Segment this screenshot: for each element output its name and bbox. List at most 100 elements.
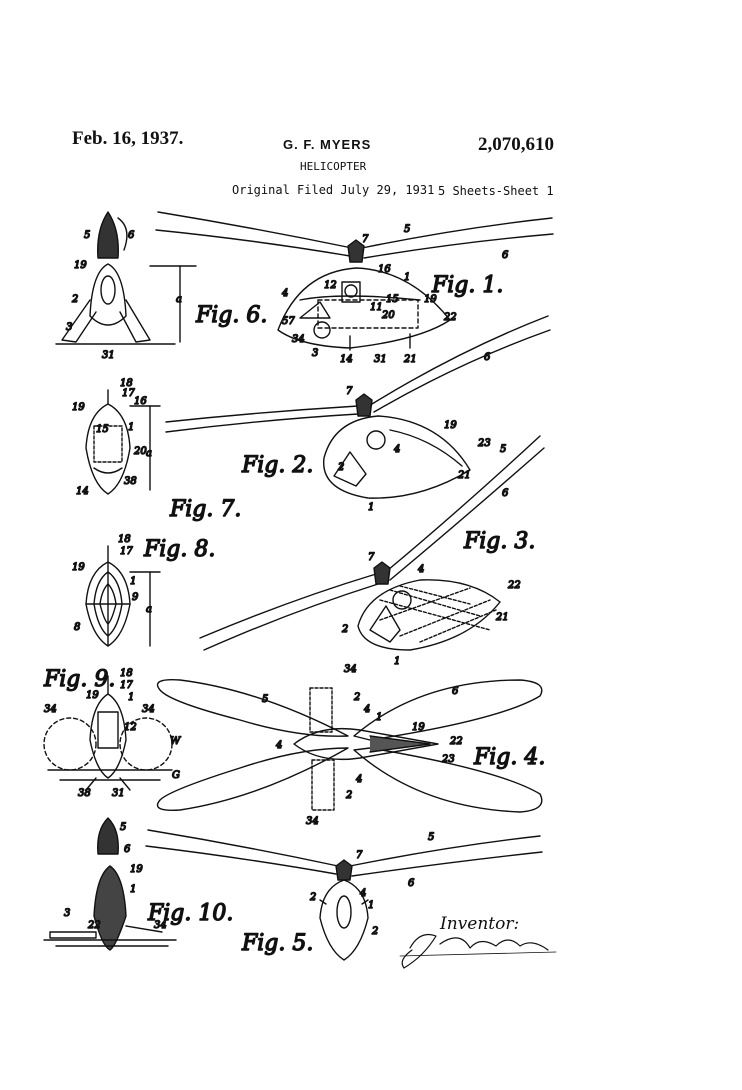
patent-number: 2,070,610 [478, 134, 554, 155]
num-a-fig8: a [146, 604, 152, 615]
num-31-fig9: 31 [112, 788, 125, 799]
fig7-label: Fig. 7. [169, 497, 241, 522]
num-20: 20 [381, 310, 395, 321]
num-2-fig5b: 2 [371, 926, 378, 937]
num-1-fig8: 1 [130, 576, 136, 587]
num-15-fig7: 15 [96, 424, 109, 435]
fig9-label: Fig. 9. [43, 667, 115, 692]
num-2-fig4b: 2 [345, 790, 352, 801]
num-22: 22 [443, 312, 457, 323]
num-7-fig5: 7 [356, 850, 363, 861]
num-20-fig7: 20 [133, 446, 147, 457]
num-1-fig3: 1 [394, 656, 400, 667]
num-6-fig3: 6 [502, 488, 509, 499]
num-34-fig9a: 34 [44, 704, 57, 715]
num-11: 11 [370, 302, 383, 313]
num-34-fig4b: 34 [306, 816, 319, 827]
fig4-label: Fig. 4. [473, 745, 545, 770]
num-57: 57 [282, 316, 295, 327]
fig8-label: Fig. 8. [143, 537, 215, 562]
num-2-fig6: 2 [71, 294, 78, 305]
num-5: 5 [404, 224, 410, 235]
num-18-fig8: 18 [118, 534, 131, 545]
inventor-name: G. F. MYERS [283, 137, 372, 152]
num-17-fig7: 17 [122, 388, 135, 399]
num-7: 7 [362, 234, 369, 245]
num-5-fig5: 5 [428, 832, 434, 843]
num-23-fig2: 23 [477, 438, 491, 449]
num-2-fig5a: 2 [309, 892, 316, 903]
num-34: 34 [292, 334, 305, 345]
num-19-fig4: 19 [412, 722, 425, 733]
figure-5: Fig. 5. 7 5 6 4 2 1 2 [145, 829, 543, 961]
num-1-fig10: 1 [130, 884, 136, 895]
num-7-fig2: 7 [346, 386, 353, 397]
inventor-label: Inventor: [440, 914, 520, 934]
num-17-fig8: 17 [120, 546, 133, 557]
num-3-fig10: 3 [64, 908, 70, 919]
num-4-fig3: 4 [417, 564, 424, 575]
num-22-fig10: 22 [87, 920, 101, 931]
num-1-fig2: 1 [368, 502, 374, 513]
num-6-fig2: 6 [484, 352, 491, 363]
num-31-fig6: 31 [102, 350, 115, 361]
num-5-fig10: 5 [120, 822, 126, 833]
num-a-fig6: a [176, 294, 182, 305]
fig5-label: Fig. 5. [241, 931, 313, 956]
num-6-fig5: 6 [408, 878, 415, 889]
num-1: 1 [404, 272, 410, 283]
num-a-fig7: a [146, 448, 152, 459]
num-12: 12 [324, 280, 337, 291]
num-19-fig10: 19 [130, 864, 143, 875]
num-W-fig9: W [170, 736, 181, 747]
num-16: 16 [378, 264, 391, 275]
sheet-count: 5 Sheets-Sheet 1 [438, 184, 554, 198]
num-6: 6 [502, 250, 509, 261]
fig3-label: Fig. 3. [463, 529, 535, 554]
figure-10: Fig. 10. 5 6 19 1 3 22 34 [43, 817, 234, 951]
num-18-fig7: 18 [120, 378, 133, 389]
num-3: 3 [312, 348, 318, 359]
num-1-fig5: 1 [368, 900, 374, 911]
num-1-fig4: 1 [376, 712, 382, 723]
num-2-fig2: 2 [337, 462, 344, 473]
num-31: 31 [374, 354, 387, 365]
num-19: 19 [424, 294, 437, 305]
num-3-fig6: 3 [66, 322, 72, 333]
num-16-fig7: 16 [134, 396, 147, 407]
num-22-fig3: 22 [507, 580, 521, 591]
figure-7: a Fig. 7. 18 17 16 19 15 1 20 38 14 [71, 377, 242, 522]
num-1-fig9: 1 [128, 692, 134, 703]
inventor-signature [399, 933, 557, 969]
num-21-fig3: 21 [495, 612, 509, 623]
num-17-fig9: 17 [120, 680, 133, 691]
num-19-fig6: 19 [74, 260, 87, 271]
num-19-fig2: 19 [444, 420, 457, 431]
num-5-fig4: 5 [262, 694, 268, 705]
num-19-fig7: 19 [72, 402, 85, 413]
patent-title: HELICOPTER [300, 160, 367, 173]
num-34-fig9b: 34 [142, 704, 155, 715]
num-15: 15 [386, 294, 399, 305]
num-4-fig4a: 4 [363, 704, 370, 715]
num-14: 14 [340, 354, 353, 365]
num-2-fig4a: 2 [353, 692, 360, 703]
num-6-fig10: 6 [124, 844, 131, 855]
num-8-fig8: 8 [74, 622, 80, 633]
num-9-fig8: 9 [132, 592, 139, 603]
num-23-fig4: 23 [441, 754, 455, 765]
num-6-fig6: 6 [128, 230, 135, 241]
filing-date: Original Filed July 29, 1931 [232, 183, 435, 197]
figure-3: Fig. 3. 7 5 6 4 22 21 2 1 [199, 435, 545, 668]
fig1-label: Fig. 1. [431, 273, 503, 298]
num-4-fig4b: 4 [275, 740, 282, 751]
fig10-label: Fig. 10. [147, 901, 233, 926]
num-21-fig2: 21 [457, 470, 471, 481]
figure-4: Fig. 4. 5 6 34 2 4 1 19 22 23 4 4 2 34 [156, 663, 546, 828]
num-4-fig4c: 4 [355, 774, 362, 785]
num-6-fig4: 6 [452, 686, 459, 697]
figure-2: Fig. 2. 7 6 19 23 21 4 2 1 [165, 315, 551, 514]
num-7-fig3: 7 [368, 552, 375, 563]
